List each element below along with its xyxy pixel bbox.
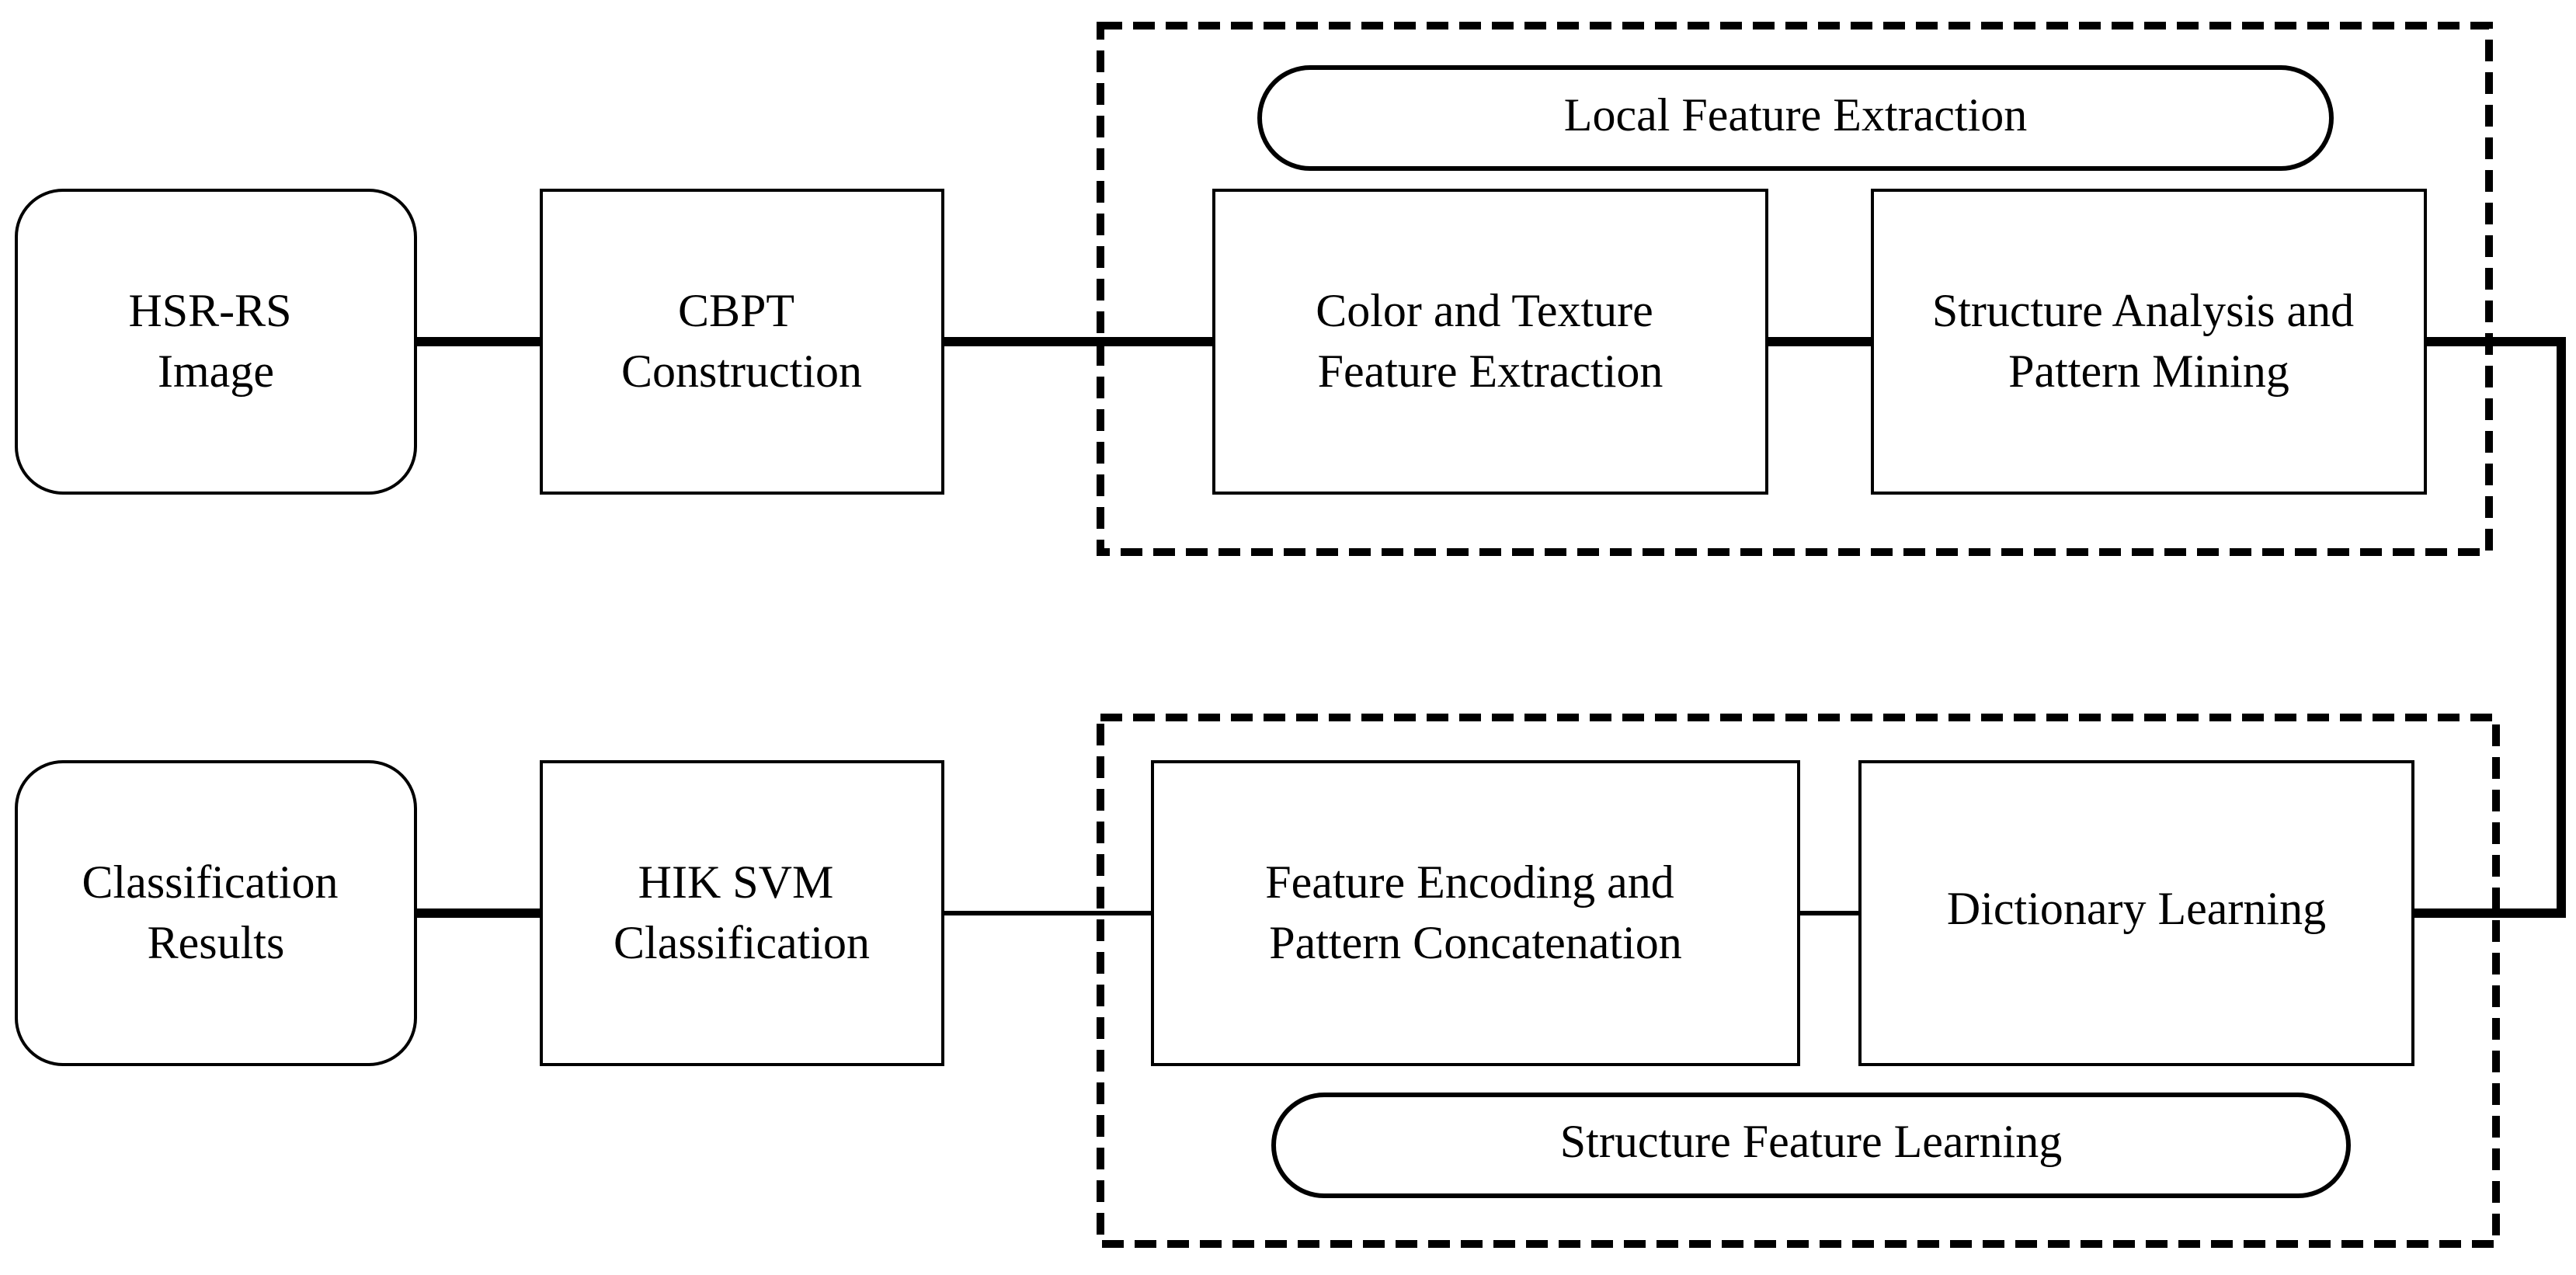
cbpt-construction-node [540, 189, 944, 495]
classification-results-label: Classification Results [82, 856, 350, 968]
local-feature-extraction-pill [1257, 65, 2334, 171]
hik-svm-node [540, 760, 944, 1066]
structure-feature-learning-pill [1271, 1093, 2351, 1198]
structure-feature-learning-label: Structure Feature Learning [1560, 1116, 2062, 1167]
hsr-rs-image-label: HSR-RS Image [128, 285, 303, 397]
dictionary-learning-label: Dictionary Learning [1947, 883, 2326, 934]
structure-analysis-label: Structure Analysis and Pattern Mining [1932, 285, 2366, 397]
feature-encoding-label: Feature Encoding and Pattern Concatenati… [1265, 856, 1686, 968]
hik-svm-label: HIK SVM Classification [614, 856, 870, 968]
structure-feature-learning-group [1097, 714, 2500, 1248]
color-texture-extraction-label: Color and Texture Feature Extraction [1316, 285, 1665, 397]
feature-encoding-node [1151, 760, 1800, 1066]
classification-results-node [15, 760, 417, 1066]
dictionary-learning-node [1858, 760, 2414, 1066]
cbpt-construction-label: CBPT Construction [621, 285, 862, 397]
color-texture-extraction-node [1212, 189, 1768, 495]
local-feature-extraction-group [1097, 22, 2493, 556]
local-feature-extraction-label: Local Feature Extraction [1564, 89, 2027, 141]
structure-analysis-node [1871, 189, 2427, 495]
arrow-structure-to-dictionary [2412, 337, 2566, 918]
hsr-rs-image-node [15, 189, 417, 495]
